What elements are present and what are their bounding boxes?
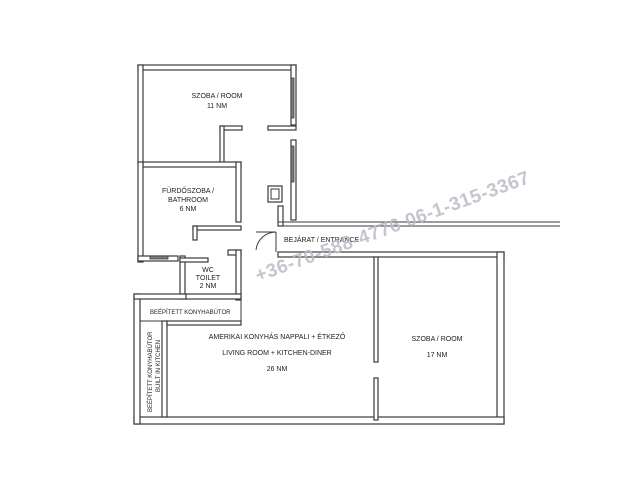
living-name-line1: AMERIKAI KONYHÁS NAPPALI + ÉTKEZŐ	[209, 332, 346, 341]
entrance-door	[255, 221, 560, 252]
room-right-name: SZOBA / ROOM	[412, 336, 463, 343]
toilet-name-line1: WC	[202, 267, 214, 274]
toilet-area: 2 NM	[200, 283, 217, 290]
built-in-top-label: BEÉPÍTETT KONYHABÚTOR	[150, 309, 231, 316]
built-in-side-label-line1: BEÉPÍTETT KONYHABÚTOR	[147, 331, 154, 412]
living-name-line2: LIVING ROOM + KITCHEN-DINER	[222, 350, 331, 357]
room-top-area: 11 NM	[207, 103, 227, 110]
room-top-walls	[137, 64, 297, 227]
living-area: 26 NM	[267, 366, 288, 373]
built-in-side-group: BEÉPÍTETT KONYHABÚTOR BUILT IN KITCHEN	[147, 331, 162, 412]
room-right-area: 17 NM	[427, 352, 448, 359]
built-in-kitchen	[139, 298, 242, 418]
room-top-name: SZOBA / ROOM	[192, 93, 243, 100]
bathroom-area: 6 NM	[180, 206, 197, 213]
toilet-name-line2: TOILET	[196, 275, 221, 282]
bathroom-walls	[137, 161, 242, 263]
lower-walls	[133, 251, 505, 425]
bathroom-name-line2: BATHROOM	[168, 197, 208, 204]
bathroom-name-line1: FÜRDŐSZOBA /	[162, 186, 214, 195]
entrance-label: BEJÁRAT / ENTRANCE	[284, 235, 360, 244]
built-in-side-label-line2: BUILT IN KITCHEN	[156, 340, 162, 392]
